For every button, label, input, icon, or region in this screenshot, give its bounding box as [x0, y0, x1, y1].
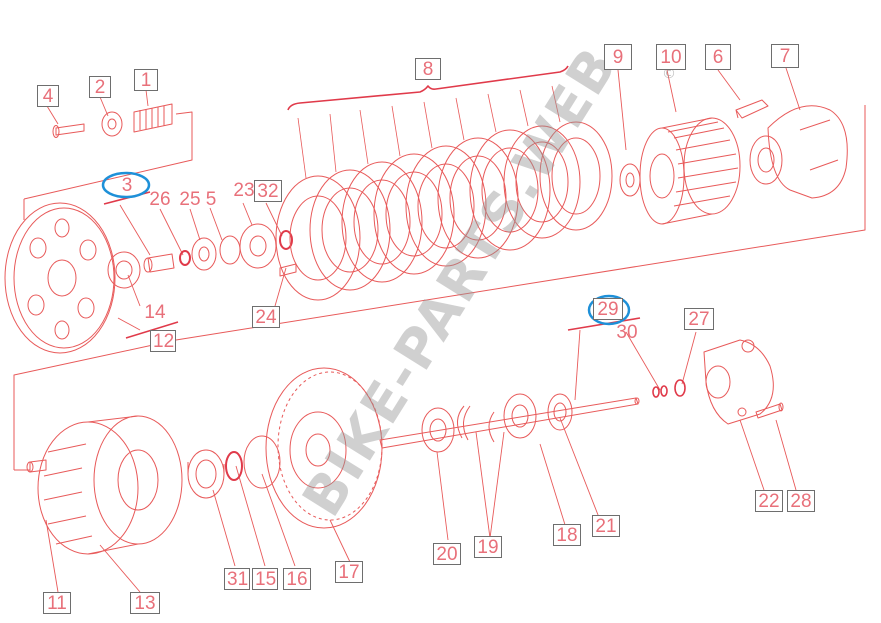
o-ring-basket [225, 451, 243, 481]
part-label-11: 11 [43, 592, 71, 614]
o-ring-small [279, 230, 293, 250]
shaft-bearing [421, 407, 455, 453]
shaft-spacer [547, 393, 573, 431]
pushrod-piece [143, 253, 175, 273]
o-ring [179, 250, 191, 266]
basket-bushing [187, 449, 225, 499]
part-label-8: 8 [415, 58, 441, 80]
small-o-ring-a [652, 386, 660, 398]
part-label-9: 9 [604, 44, 632, 70]
part-label-15: 15 [252, 568, 278, 590]
spacer [243, 435, 281, 489]
part-label-7: 7 [771, 44, 799, 68]
part-label-2: 2 [89, 76, 111, 98]
part-label-26: 26 [149, 189, 171, 210]
plate-leaders [297, 85, 561, 179]
bushing [191, 223, 277, 271]
part-label-3: 3 [121, 175, 133, 196]
part-label-10: 10 [656, 44, 686, 70]
part-label-21: 21 [592, 515, 620, 537]
primary-shaft [379, 397, 640, 449]
clutch-hub [639, 117, 741, 225]
part-label-28: 28 [787, 490, 815, 512]
part-label-5: 5 [205, 189, 217, 210]
part-label-20: 20 [433, 543, 461, 565]
part-label-16: 16 [283, 568, 311, 590]
key [735, 99, 769, 119]
part-label-22: 22 [755, 490, 783, 512]
part-label-29: 29 [593, 298, 623, 320]
pin [279, 263, 297, 277]
part-label-32: 32 [254, 180, 282, 202]
part-label-23: 23 [233, 180, 255, 201]
needle-bearing [503, 393, 537, 439]
part-label-27: 27 [684, 308, 714, 330]
thrust-washer [619, 163, 641, 197]
small-o-ring-b [660, 385, 668, 397]
part-label-31: 31 [224, 568, 250, 590]
cylinder-bolt [755, 402, 784, 419]
watermark-copyright-mark: © [662, 66, 676, 82]
part-label-12: 12 [150, 330, 176, 352]
upper-assembly-frame [23, 105, 866, 341]
part-label-1: 1 [134, 69, 158, 91]
clutch-plate-stack [275, 121, 613, 301]
part-label-6: 6 [705, 44, 731, 70]
bolt [52, 123, 85, 138]
clutch-cover-plate [749, 105, 848, 199]
part-label-24: 24 [252, 306, 280, 328]
pressure-plate [4, 202, 116, 354]
part-label-4: 4 [37, 85, 59, 107]
part-label-14: 14 [144, 302, 166, 323]
circlip [457, 405, 495, 443]
highlight-ring-3 [101, 171, 151, 199]
spring [133, 103, 173, 133]
part-label-25: 25 [179, 189, 201, 210]
bearing [107, 251, 141, 289]
part-label-13: 13 [130, 592, 160, 614]
highlight-ring-29 [587, 294, 631, 326]
slave-cylinder [703, 339, 774, 425]
leader-lines [45, 67, 801, 593]
o-ring-cylinder [674, 379, 686, 397]
clutch-basket [26, 415, 183, 555]
lower-assembly-frame [13, 339, 177, 471]
washer [101, 111, 123, 137]
part-label-17: 17 [335, 561, 363, 583]
part-label-18: 18 [553, 524, 581, 546]
part-label-19: 19 [474, 536, 502, 558]
part-label-30: 30 [616, 322, 638, 343]
